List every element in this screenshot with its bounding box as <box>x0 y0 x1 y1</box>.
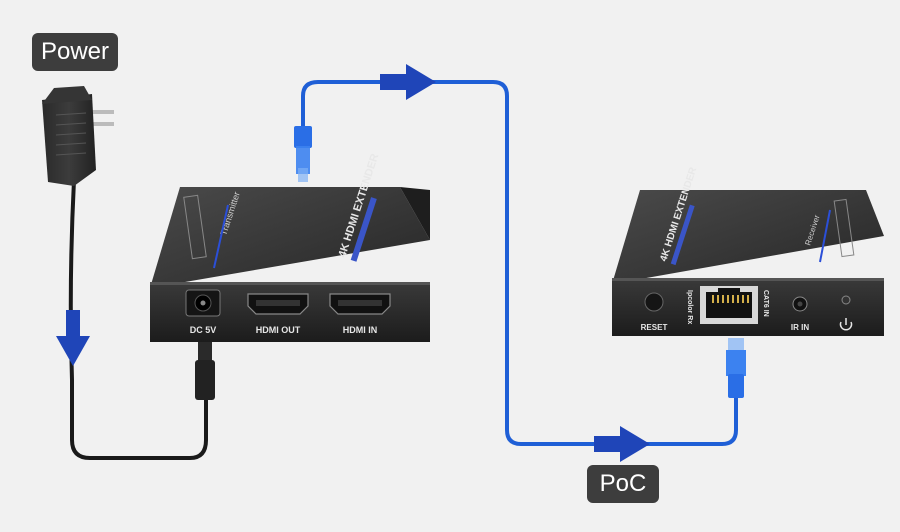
hdmi-in-port <box>329 293 391 315</box>
receiver-unit: 4K HDMI EXTENDER Receiver RESET Ipcolor … <box>612 165 884 336</box>
ethernet-cable <box>301 80 738 446</box>
right-arrow-icon <box>594 426 650 462</box>
dc-5v-label: DC 5V <box>190 325 217 335</box>
poc-label: PoC <box>587 465 659 503</box>
rx-label: Ipcolor Rx <box>686 290 693 324</box>
rj45-connector-icon <box>726 338 746 398</box>
power-icon <box>839 318 853 331</box>
transmitter-unit: 4K HDMI EXTENDER Transmitter DC 5V HDMI … <box>150 152 430 342</box>
dc-plug-icon <box>195 338 215 400</box>
right-arrow-icon <box>380 64 436 100</box>
power-label: Power <box>32 33 118 71</box>
reset-label: RESET <box>641 323 668 332</box>
hdmi-in-label: HDMI IN <box>343 325 378 335</box>
cat6-in-label: CAT6 IN <box>762 290 769 317</box>
rj45-connector-icon <box>294 126 312 182</box>
power-adapter-icon <box>42 86 114 186</box>
power-cable <box>68 179 208 460</box>
hdmi-out-label: HDMI OUT <box>256 325 301 335</box>
cat6-in-port <box>700 286 758 324</box>
reset-button <box>644 292 664 312</box>
status-led-icon <box>841 295 851 305</box>
ir-in-label: IR IN <box>791 323 809 332</box>
down-arrow-icon <box>56 310 90 366</box>
hdmi-out-port <box>247 293 309 315</box>
